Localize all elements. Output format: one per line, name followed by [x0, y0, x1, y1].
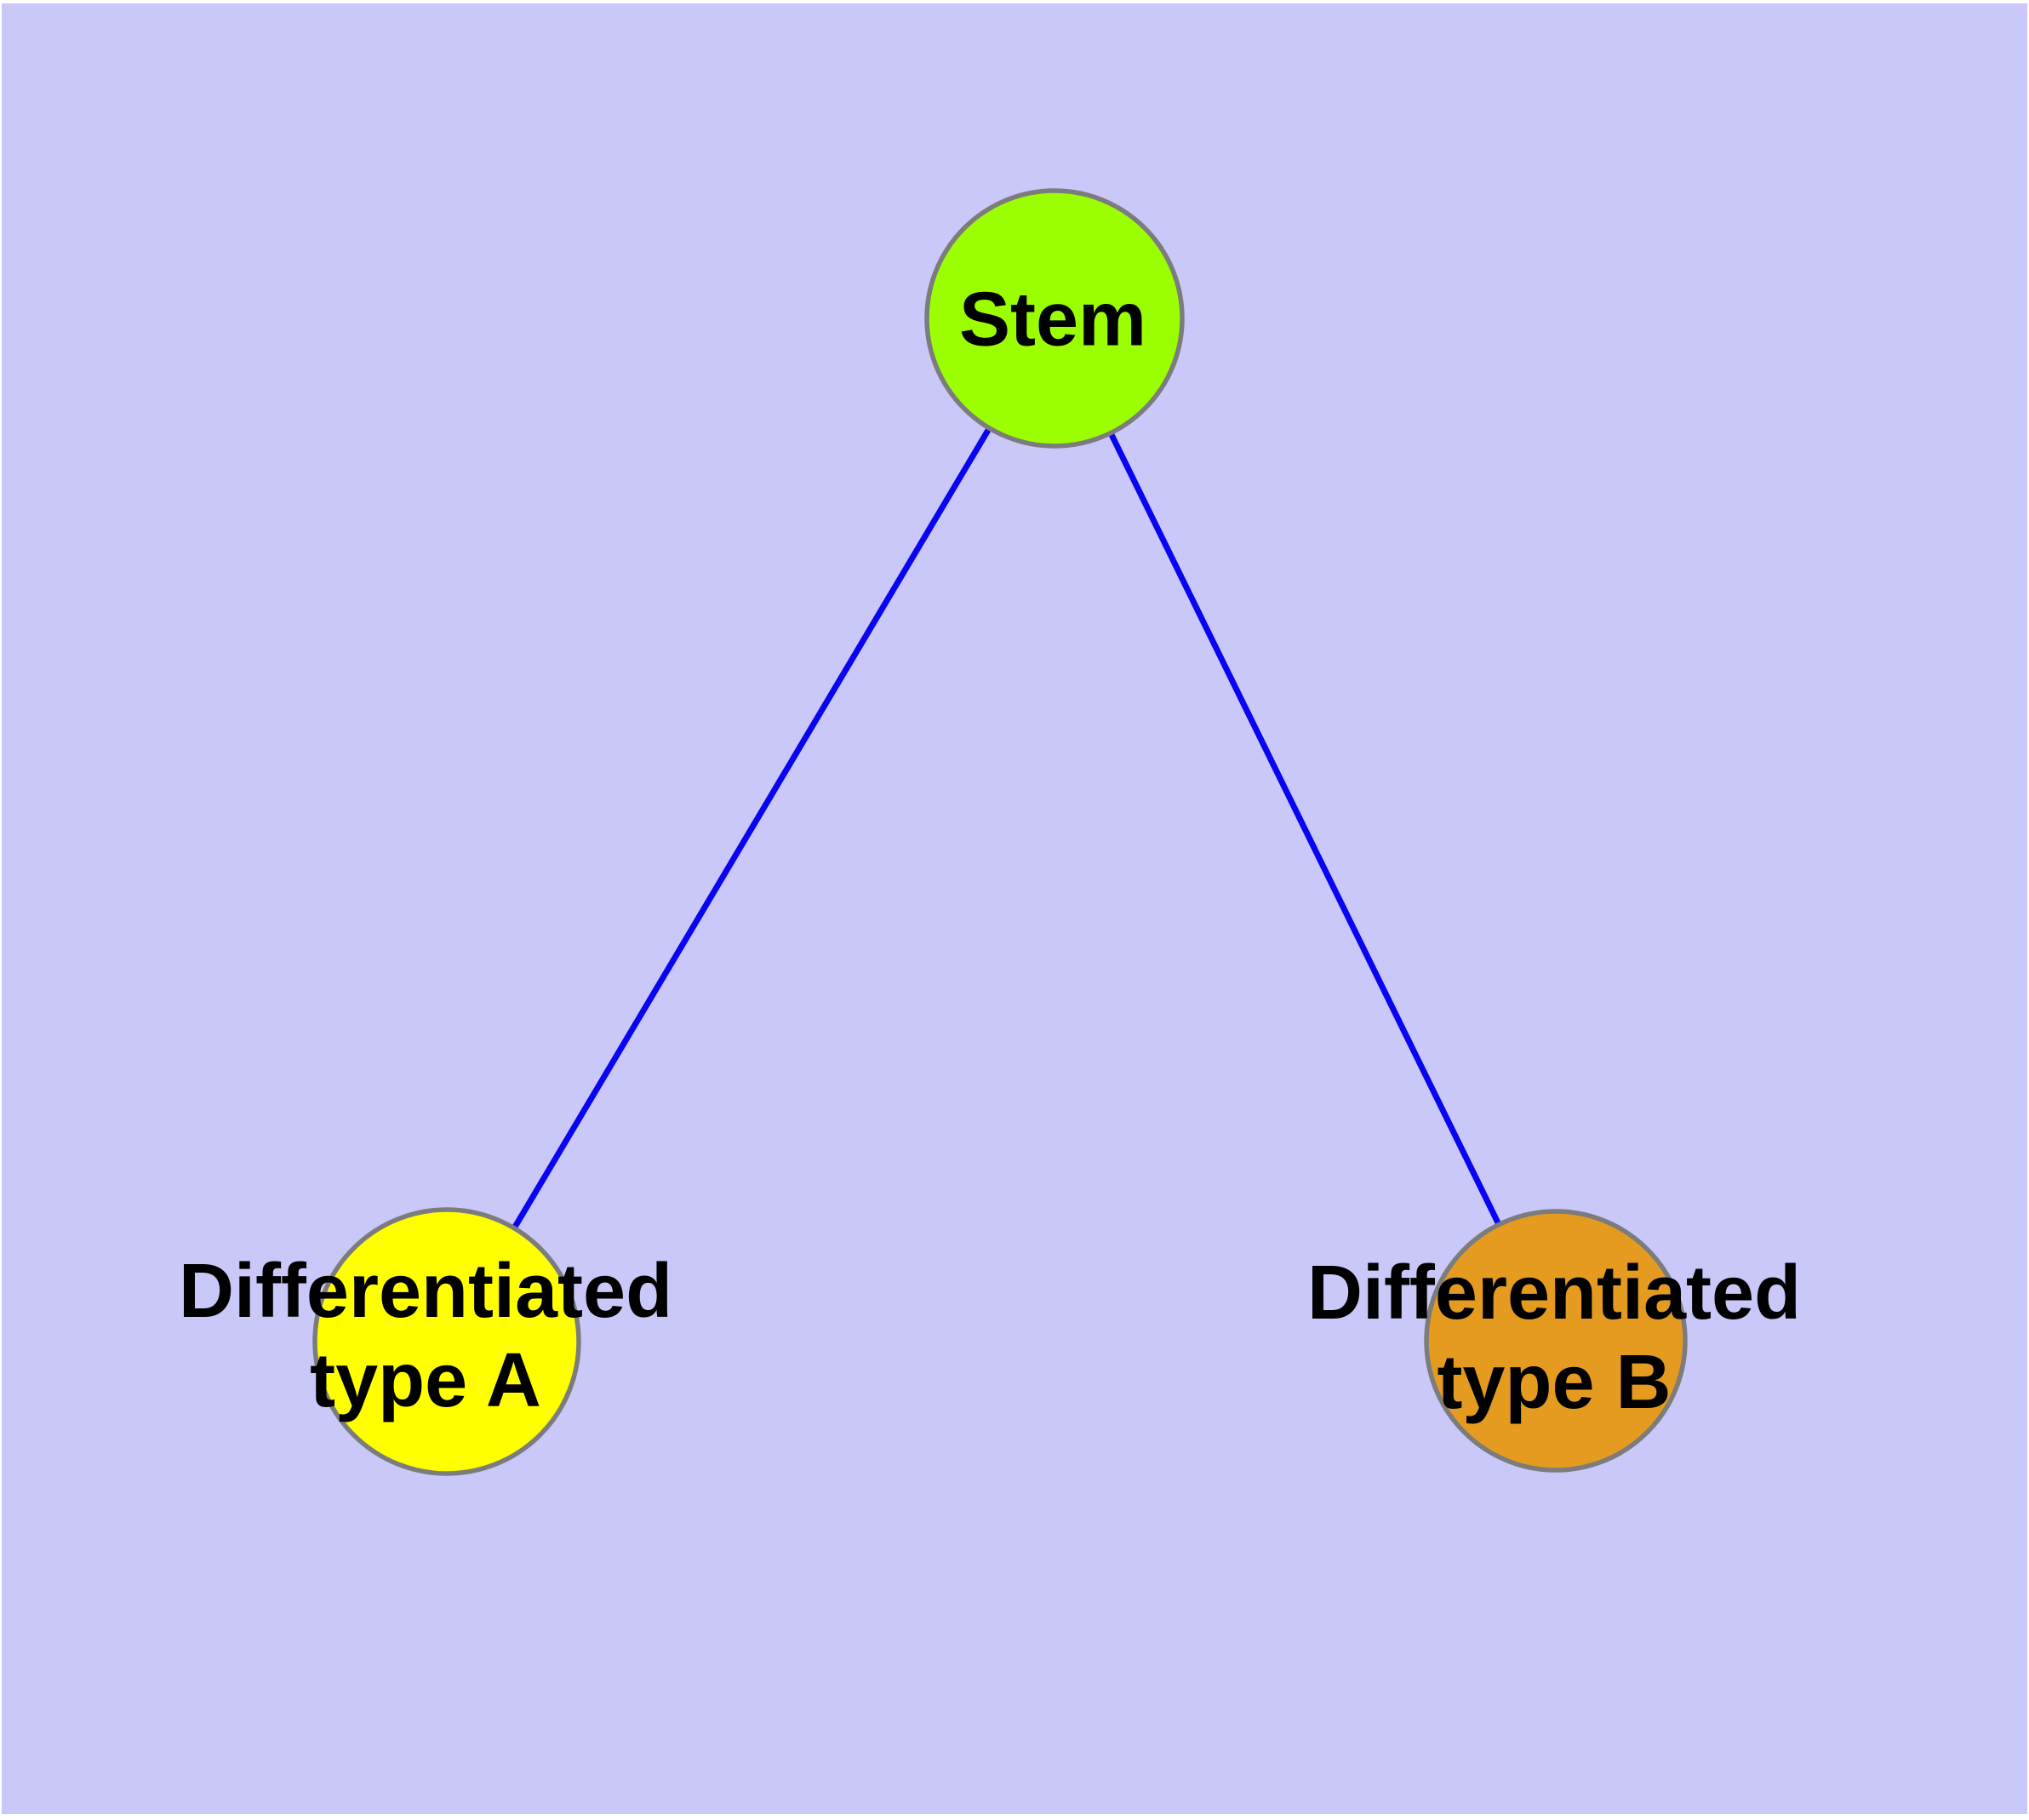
node-circle-stem: [924, 188, 1185, 449]
node-circle-differentiated-type-a: [312, 1207, 581, 1476]
edge-stem-to-type-a: [443, 317, 1058, 1343]
edge-stem-to-type-b: [1051, 317, 1559, 1342]
node-circle-differentiated-type-b: [1424, 1209, 1688, 1473]
